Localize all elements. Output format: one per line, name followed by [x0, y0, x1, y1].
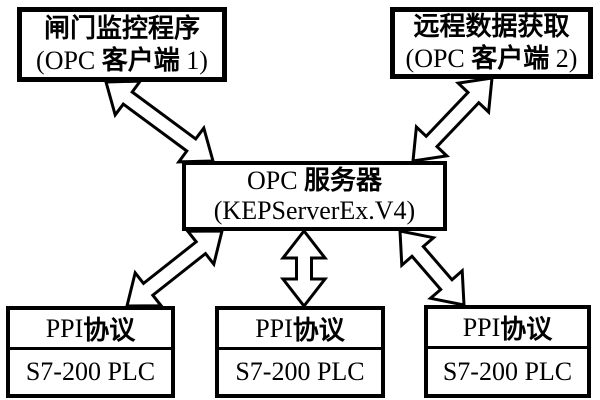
node-client2-title: 远程数据获取 [413, 12, 570, 41]
node-opc-server: OPC 服务器 (KEPServerEx.V4) [182, 161, 447, 231]
node-client1-title: 闸门监控程序 [43, 13, 200, 43]
node-plc3-protocol: PPI 协议 [428, 309, 587, 349]
double-arrow-server-plc3-icon [398, 229, 466, 307]
node-plc2-device: S7-200 PLC [235, 357, 365, 386]
node-client1-subtitle: (OPC 客户端 1) [36, 45, 208, 75]
double-arrow-client2-server-icon [411, 76, 494, 163]
node-client1: 闸门监控程序 (OPC 客户端 1) [17, 7, 227, 82]
node-plc2-protocol: PPI 协议 [219, 310, 381, 350]
node-opc-server-title: OPC 服务器 [246, 166, 383, 195]
node-plc3-device: S7-200 PLC [442, 356, 573, 386]
double-arrow-server-plc1-icon [125, 229, 224, 308]
node-plc1-device: S7-200 PLC [25, 357, 156, 386]
node-plc2: PPI 协议 S7-200 PLC [215, 306, 385, 398]
node-client2: 远程数据获取 (OPC 客户端 2) [390, 7, 593, 79]
node-plc1: PPI 协议 S7-200 PLC [6, 306, 175, 398]
node-client2-subtitle: (OPC 客户端 2) [405, 44, 578, 73]
double-arrow-client1-server-icon [104, 79, 215, 164]
node-opc-server-subtitle: (KEPServerEx.V4) [213, 196, 416, 225]
node-plc3: PPI 协议 S7-200 PLC [424, 305, 591, 398]
node-plc1-protocol: PPI 协议 [10, 310, 171, 350]
double-arrow-server-plc2-icon [279, 228, 329, 309]
